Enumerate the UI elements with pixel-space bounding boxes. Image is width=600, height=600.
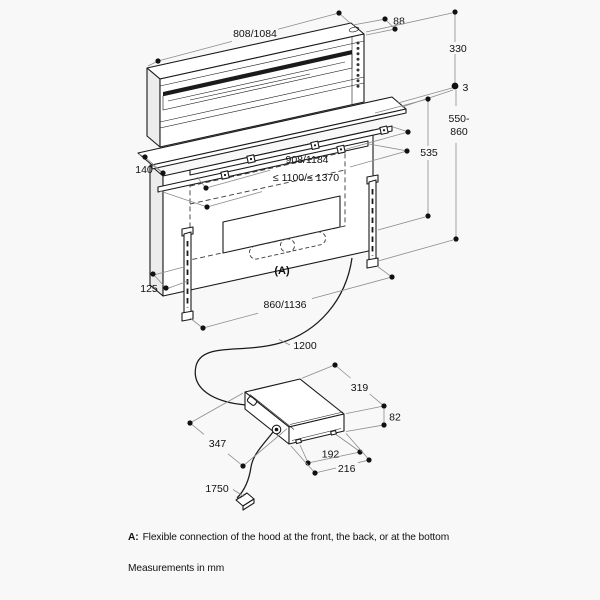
flex-cutout-left xyxy=(248,238,296,260)
power-cable xyxy=(236,431,274,499)
dim-label-blower-diagonal: 347 xyxy=(209,438,227,450)
glass-reflection-line xyxy=(189,73,311,101)
dim-label-max-width: ≤ 1100/≤ 1370 xyxy=(273,172,339,184)
dim-label-hose-length: 1200 xyxy=(293,340,317,352)
blower-foot xyxy=(330,429,337,436)
dim-label-blower-inner-width: 192 xyxy=(322,449,340,461)
worktop-plate xyxy=(137,96,407,170)
power-plug-icon xyxy=(235,492,255,511)
mounting-bracket-left xyxy=(181,226,194,322)
dim-label-blower-depth: 319 xyxy=(351,382,369,394)
dim-label-install-height-1: 550- xyxy=(448,113,470,125)
flexible-duct-hose xyxy=(194,257,353,406)
blower-lid-seam xyxy=(249,394,295,430)
dim-label-bracket-drop: 535 xyxy=(420,147,438,159)
control-dot xyxy=(356,52,360,56)
mounting-rails xyxy=(157,125,393,193)
blower-lid-seam xyxy=(289,411,344,425)
dim-cord-length: 1750 xyxy=(205,483,245,497)
screw-dot xyxy=(339,148,343,151)
dim-cutout-depth: 140 xyxy=(135,153,166,176)
flex-cutout-right xyxy=(279,231,327,253)
dim-blower-height: 82 xyxy=(345,408,401,432)
dim-hose-length: 1200 xyxy=(278,339,317,352)
dim-label-blower-width: 216 xyxy=(338,463,356,475)
dim-top-width: 808/1084 xyxy=(147,10,352,67)
control-button-column xyxy=(356,41,360,88)
dim-label-top-depth: 88 xyxy=(393,16,405,28)
hood-left-end-cap xyxy=(146,67,161,148)
control-dot xyxy=(356,41,360,45)
dim-label-blower-height: 82 xyxy=(389,412,401,424)
glass-reflection-line xyxy=(167,61,346,102)
control-dot xyxy=(356,84,360,88)
power-cable-assembly xyxy=(235,431,274,511)
connector-pin xyxy=(274,427,279,432)
bracket-foot xyxy=(366,257,379,269)
units-note: Measurements in mm xyxy=(128,563,224,574)
blower-box xyxy=(244,378,345,445)
rail-back xyxy=(189,125,393,176)
hidden-duct-line xyxy=(189,169,346,205)
intake-slot-dark-band xyxy=(163,50,352,96)
blower-foot xyxy=(295,438,302,445)
dim-rail-width: 908/1184 xyxy=(196,126,411,191)
dim-gap: 3 xyxy=(397,82,469,108)
control-dot xyxy=(356,73,360,77)
rail-front xyxy=(157,140,369,193)
control-dot xyxy=(356,57,360,61)
control-dot xyxy=(356,46,360,50)
dim-top-depth: 88 xyxy=(352,16,405,36)
connection-panel-label: (A) xyxy=(274,265,290,277)
dim-label-body-width: 860/1136 xyxy=(263,299,306,311)
top-vent-hole xyxy=(348,26,360,33)
dimension-annotations: 808/1084 88 330 3 550- 860 xyxy=(135,9,470,497)
hood-lower-body xyxy=(149,129,379,322)
dim-install-height: 550- 860 xyxy=(377,90,470,262)
plug-side xyxy=(242,498,255,511)
lower-band-line xyxy=(159,82,365,129)
dim-label-cord-length: 1750 xyxy=(205,483,229,495)
duct-inlet-connector xyxy=(246,396,258,406)
screw-dot xyxy=(382,129,386,132)
dim-bracket-offset: 125 xyxy=(140,266,189,295)
dim-bracket-drop: 535 xyxy=(374,96,438,231)
hood-upper-unit xyxy=(146,22,365,148)
footnotes: A: Flexible connection of the hood at the… xyxy=(128,532,449,574)
rail-screws xyxy=(220,125,389,180)
power-inlet-connector xyxy=(271,424,282,435)
dim-blower-width: 216 xyxy=(290,433,372,476)
dim-body-width: 860/1136 xyxy=(189,265,395,331)
dim-label-bracket-offset: 125 xyxy=(140,283,158,295)
footnote-a: A: Flexible connection of the hood at the… xyxy=(128,532,449,543)
dim-blower-depth: 319 xyxy=(301,362,387,414)
dim-label-cutout-depth: 140 xyxy=(135,164,153,176)
blower-front-face xyxy=(288,413,345,445)
top-rim-line xyxy=(159,40,365,87)
footnote-a-text: Flexible connection of the hood at the f… xyxy=(143,532,450,543)
screw-dot xyxy=(249,157,253,161)
dim-label-rail-width: 908/1184 xyxy=(285,154,328,166)
worktop-front-edge xyxy=(151,108,407,170)
control-dot xyxy=(356,63,360,67)
mounting-bracket-right xyxy=(366,174,379,269)
dim-extend-height: 330 xyxy=(365,9,467,86)
dim-label-install-height-2: 860 xyxy=(450,126,468,138)
lower-band-line xyxy=(159,76,365,123)
screw-dot xyxy=(223,173,227,177)
control-dot xyxy=(356,68,360,72)
dim-label-gap: 3 xyxy=(463,82,469,94)
dim-blower-diagonal: 347 xyxy=(187,392,288,469)
footnote-a-prefix: A: xyxy=(128,532,139,543)
dim-max-width: ≤ 1100/≤ 1370 xyxy=(159,143,410,210)
blower-front-seam xyxy=(291,428,342,441)
dim-label-extend-height: 330 xyxy=(449,43,467,55)
connection-panel xyxy=(222,195,341,254)
dim-label-top-width: 808/1084 xyxy=(233,28,277,40)
control-dot xyxy=(356,79,360,83)
screw-dot xyxy=(313,144,317,147)
